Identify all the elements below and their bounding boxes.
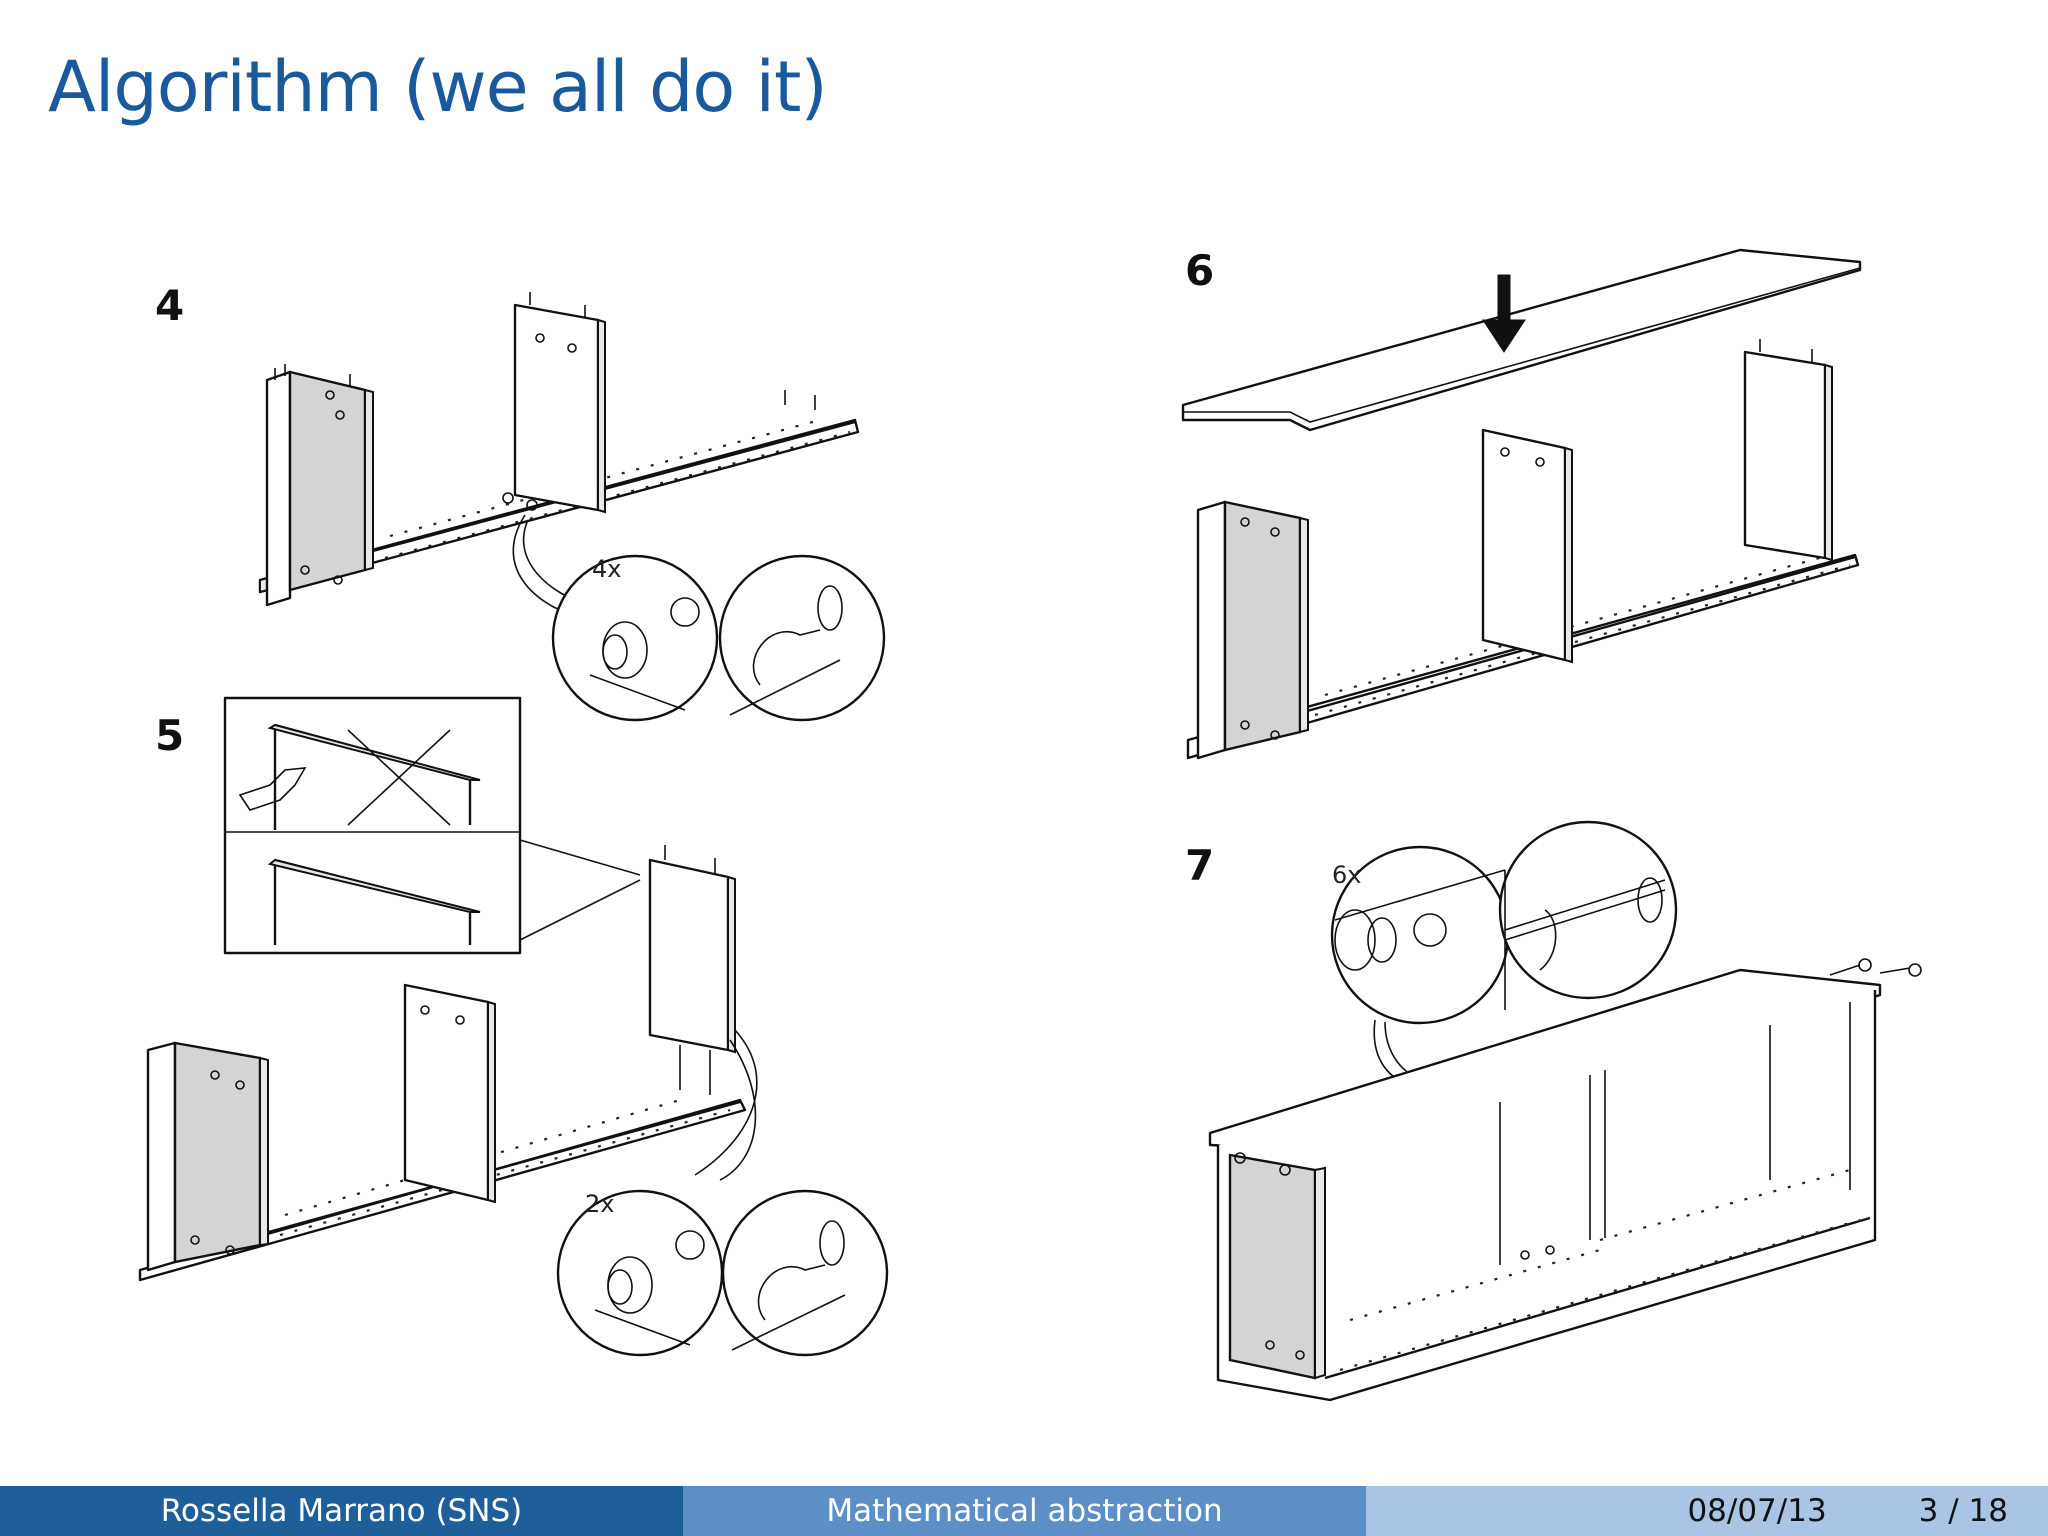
step-4-count: 4x [592, 555, 621, 583]
step-5-number: 5 [155, 711, 184, 760]
footer-presentation-title: Mathematical abstraction [683, 1486, 1366, 1536]
step-5-count: 2x [585, 1190, 614, 1218]
slide-footer: Rossella Marrano (SNS) Mathematical abst… [0, 1486, 2048, 1536]
slide-title: Algorithm (we all do it) [48, 46, 828, 128]
step-4-number: 4 [155, 281, 184, 330]
footer-page-number: 3 / 18 [1918, 1493, 2008, 1529]
footer-date-page: 08/07/13 3 / 18 [1366, 1486, 2048, 1536]
step-7-illustration: 7 6x [1185, 820, 1922, 1402]
step-6-number: 6 [1185, 246, 1214, 295]
step-6-illustration: 6 [1181, 246, 1862, 760]
step-7-count: 6x [1332, 861, 1361, 889]
step-5-illustration: 5 2x [138, 696, 889, 1357]
assembly-instructions-figure: 4 4x 5 [120, 240, 1940, 1450]
footer-date: 08/07/13 [1687, 1493, 1827, 1529]
step-7-number: 7 [1185, 841, 1214, 890]
footer-author: Rossella Marrano (SNS) [0, 1486, 683, 1536]
step-4-illustration: 4 4x [155, 281, 886, 722]
